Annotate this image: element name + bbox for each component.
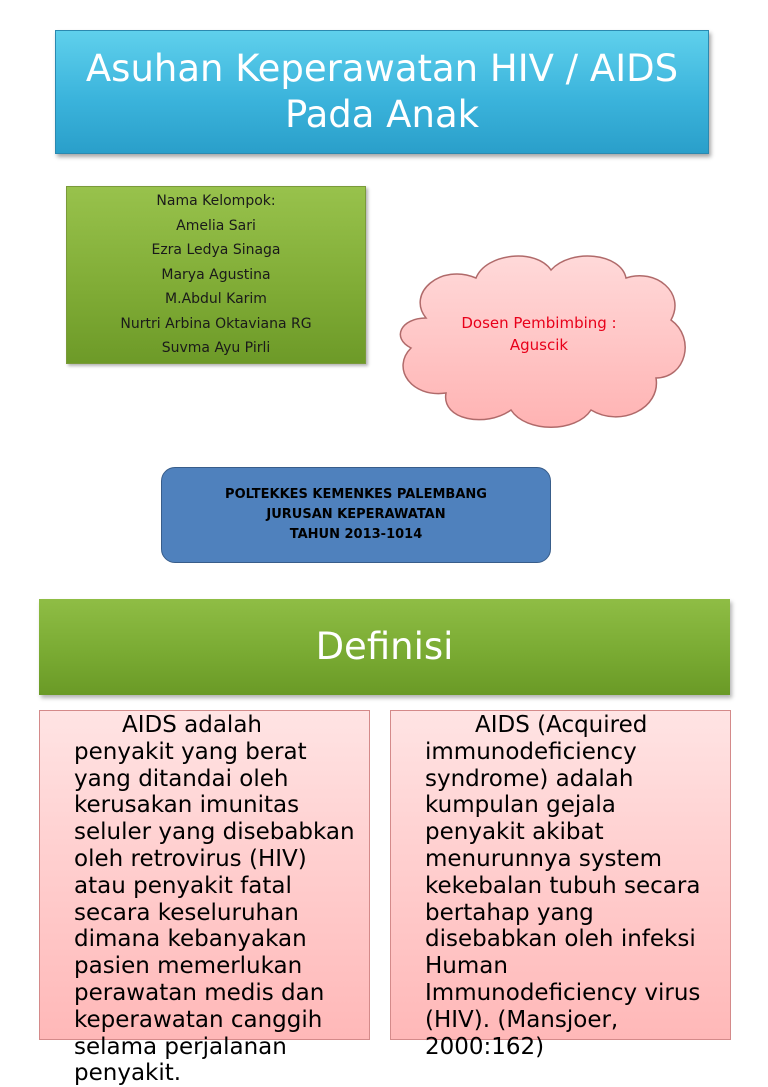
member-name: Marya Agustina (161, 266, 271, 283)
title-line-2: Pada Anak (284, 93, 480, 136)
institution-line-1: POLTEKKES KEMENKES PALEMBANG (225, 487, 487, 502)
institution-line-3: TAHUN 2013-1014 (289, 527, 423, 542)
definition-left-text: AIDS adalah penyakit yang berat yang dit… (74, 712, 355, 1087)
definition-right-text: AIDS (Acquired immunodeficiency syndrome… (425, 712, 701, 1060)
definition-heading: Definisi (39, 599, 730, 695)
group-heading: Nama Kelompok: (156, 193, 276, 209)
lecturer-info: Dosen Pembimbing : Aguscik (386, 312, 692, 356)
member-name: Nurtri Arbina Oktaviana RG (120, 315, 312, 332)
institution-line-2: JURUSAN KEPERAWATAN (266, 507, 446, 522)
definition-left-box: AIDS adalah penyakit yang berat yang dit… (39, 710, 370, 1086)
title-line-1: Asuhan Keperawatan HIV / AIDS (85, 47, 679, 90)
member-name: M.Abdul Karim (165, 291, 267, 307)
member-name: Suvma Ayu Pirli (161, 340, 271, 356)
title-banner: Asuhan Keperawatan HIV / AIDS Pada Anak (55, 30, 709, 154)
institution-box: POLTEKKES KEMENKES PALEMBANG JURUSAN KEP… (161, 467, 551, 563)
definition-right-box: AIDS (Acquired immunodeficiency syndrome… (390, 710, 731, 1060)
lecturer-name: Aguscik (509, 336, 569, 354)
member-name: Ezra Ledya Sinaga (151, 242, 281, 258)
member-name: Amelia Sari (176, 217, 256, 234)
lecturer-label: Dosen Pembimbing : (461, 314, 617, 332)
cloud-shape (399, 255, 686, 428)
group-members-box: Nama Kelompok: Amelia Sari Ezra Ledya Si… (66, 186, 366, 364)
